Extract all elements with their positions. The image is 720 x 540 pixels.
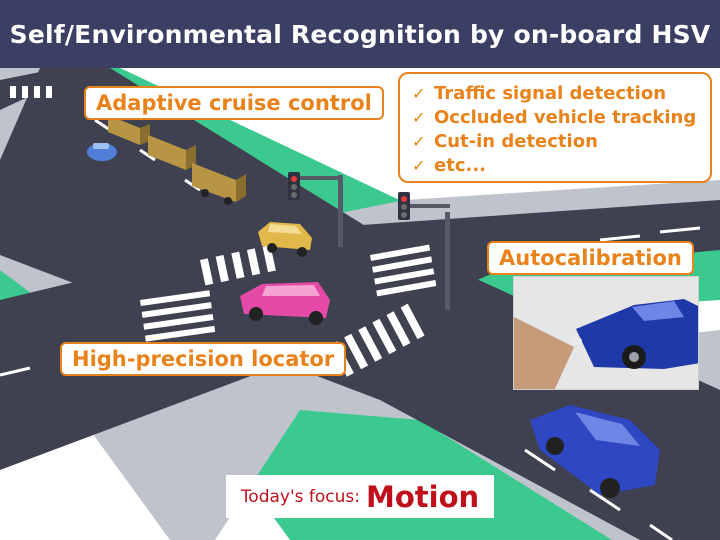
truck-1: [108, 115, 150, 145]
traffic-light-left: [288, 172, 343, 247]
traffic-light-right: [398, 192, 450, 310]
slide-title: Self/Environmental Recognition by on-boa…: [9, 19, 711, 49]
car-pink: [240, 282, 330, 325]
todays-focus-box: Today's focus: Motion: [226, 475, 494, 518]
focus-label: Today's focus:: [240, 486, 361, 507]
feature-label: etc...: [434, 154, 486, 176]
lane-markings: [0, 118, 701, 540]
road-cross: [0, 200, 720, 470]
feature-list: ✓ Traffic signal detection ✓ Occluded ve…: [398, 72, 712, 183]
feature-item: ✓ etc...: [412, 153, 700, 177]
car-blue-large: [530, 405, 660, 498]
feature-label: Traffic signal detection: [434, 82, 667, 104]
check-mark-icon: ✓: [412, 83, 426, 103]
check-mark-icon: ✓: [412, 131, 426, 151]
feature-label: Occluded vehicle tracking: [434, 106, 697, 128]
truck-3: [192, 163, 246, 205]
autocalibration-callout: Autocalibration: [487, 241, 694, 275]
crosswalks: [10, 86, 437, 377]
adaptive-cruise-control-callout: Adaptive cruise control: [84, 86, 384, 120]
feature-item: ✓ Traffic signal detection: [412, 81, 700, 105]
feature-label: Cut-in detection: [434, 130, 598, 152]
road-nw-branch: [0, 68, 90, 110]
check-mark-icon: ✓: [412, 107, 426, 127]
car-yellow: [258, 222, 312, 257]
high-precision-locator-callout: High-precision locator: [60, 342, 347, 376]
check-mark-icon: ✓: [412, 155, 426, 175]
focus-value: Motion: [366, 479, 480, 514]
autocalibration-inset-image: [513, 276, 699, 390]
feature-item: ✓ Occluded vehicle tracking: [412, 105, 700, 129]
title-bar: Self/Environmental Recognition by on-boa…: [0, 0, 720, 68]
feature-item: ✓ Cut-in detection: [412, 129, 700, 153]
car-blue-small: [87, 143, 117, 161]
